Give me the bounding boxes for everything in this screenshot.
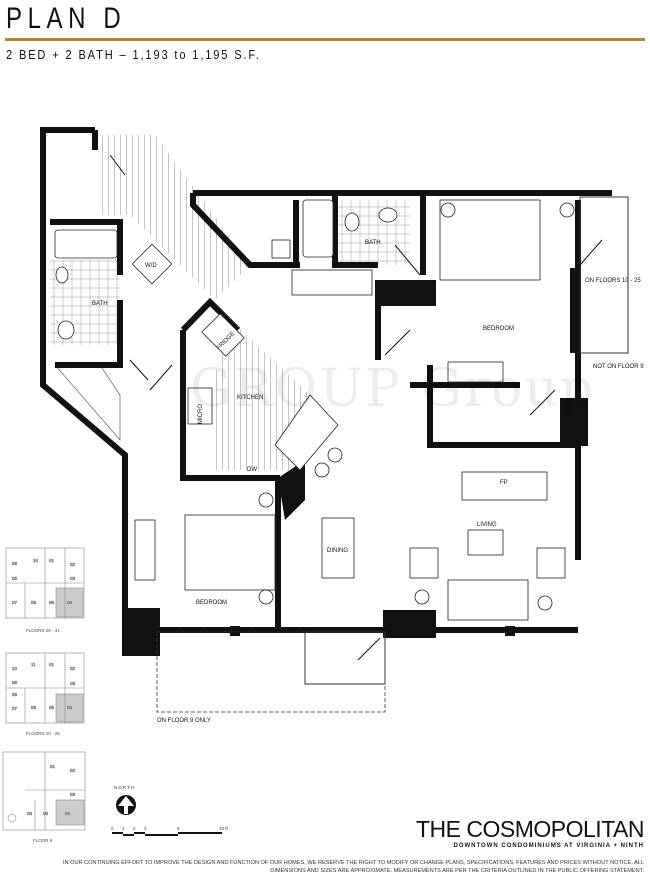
- unit-label: 05: [49, 600, 55, 605]
- unit-label: 08: [12, 576, 18, 581]
- page-title: PLAN D: [6, 2, 127, 35]
- unit-label: 01: [49, 662, 55, 667]
- unit-label: 04: [67, 600, 73, 605]
- label-dining: DINING: [327, 548, 348, 554]
- label-bath-left: BATH: [92, 301, 108, 307]
- sofa: [447, 579, 529, 621]
- note-not-on-floor: NOT ON FLOOR 9: [593, 364, 644, 370]
- scale-tick: 0: [111, 826, 114, 831]
- scale-ticks: 0 1 2 3 6 10 ft: [111, 826, 229, 831]
- unit-label: 07: [12, 706, 18, 711]
- title-rule: [5, 38, 645, 41]
- keyplan-label: FLOOR 9: [33, 838, 53, 843]
- keyplan-floors-26-31: 09 10 01 02 08 03 07 06 05 04: [5, 547, 85, 619]
- note-floor9-only: ON FLOOR 9 ONLY: [157, 718, 211, 724]
- unit-label: 03: [70, 576, 76, 581]
- dining-table: [321, 517, 355, 579]
- desk: [291, 269, 373, 296]
- note-on-floors: ON FLOORS 10 - 25: [585, 278, 641, 284]
- scale-tick: 6: [177, 826, 180, 831]
- unit-label: 01: [49, 558, 55, 563]
- scale-tick: 2: [133, 826, 136, 831]
- scale-bar: [112, 832, 222, 836]
- unit-label: 05: [49, 705, 55, 710]
- unit-label: 03: [70, 681, 76, 686]
- plan-subtitle: 2 BED + 2 BATH – 1,193 to 1,195 S.F.: [6, 47, 261, 62]
- unit-label: 09: [12, 561, 18, 566]
- label-fp: FP: [500, 480, 508, 486]
- label-micro: MICRO: [198, 404, 204, 424]
- fridge: [201, 313, 245, 357]
- unit-label: 10: [12, 666, 18, 671]
- washer-dryer: [131, 243, 173, 285]
- unit-label: 09: [12, 680, 18, 685]
- doors: [109, 154, 603, 661]
- north-label: NORTH: [114, 785, 135, 790]
- unit-label: 10: [33, 558, 39, 563]
- label-dw: DW: [247, 467, 257, 473]
- bed-second: [184, 514, 276, 591]
- unit-label: 08: [12, 692, 18, 697]
- scale-tick: 10 ft: [219, 826, 229, 831]
- label-bath-right: BATH: [365, 240, 381, 246]
- label-living: LIVING: [477, 522, 497, 528]
- unit-label: 01: [50, 764, 56, 769]
- bath-right-floor: [338, 200, 410, 265]
- brand-tagline: DOWNTOWN CONDOMINIUMS AT VIRGINIA + NINT…: [453, 843, 644, 849]
- kitchen-island: [274, 394, 339, 471]
- balcony-right: [579, 196, 629, 354]
- unit-label: 11: [31, 662, 36, 667]
- disclaimer: IN OUR CONTINUING EFFORT TO IMPROVE THE …: [63, 860, 644, 874]
- unit-label: 02: [70, 768, 76, 773]
- label-wd: W/D: [145, 263, 157, 269]
- brand-logo: THE COSMOPOLITAN: [416, 816, 645, 842]
- range: [187, 387, 213, 425]
- bathtub-left: [54, 229, 118, 259]
- unit-label: 04: [65, 811, 71, 816]
- unit-label: 06: [31, 705, 37, 710]
- unit-label: 05: [43, 811, 49, 816]
- bathtub-right: [302, 199, 334, 258]
- unit-label: 04: [67, 705, 73, 710]
- label-bedroom-main: BEDROOM: [483, 326, 514, 332]
- columns: [122, 268, 588, 656]
- unit-label: 02: [70, 562, 76, 567]
- unit-label: 02: [70, 666, 76, 671]
- balcony-floor9: [156, 631, 386, 713]
- keyplan-label: FLOORS 10 - 25: [26, 731, 60, 736]
- bed-main: [439, 199, 541, 281]
- label-kitchen: KITCHEN: [237, 395, 263, 401]
- corridor-floor: [100, 135, 250, 300]
- unit-label: 03: [70, 792, 76, 797]
- keyplan-label: FLOORS 26 - 31: [26, 628, 60, 633]
- unit-label: 06: [31, 600, 37, 605]
- label-bedroom-second: BEDROOM: [196, 600, 227, 606]
- fireplace: [461, 471, 548, 501]
- unit-label: 06: [27, 811, 33, 816]
- unit-label: 07: [12, 600, 18, 605]
- scale-tick: 3: [144, 826, 147, 831]
- balcony-bump: [304, 631, 386, 685]
- north-arrow-icon: [116, 795, 136, 815]
- fixtures: [54, 199, 575, 621]
- keyplan-floors-10-25: 10 11 01 02 09 03 08 07 06 05 04: [5, 652, 85, 724]
- watermark-logo: GROUP Group: [190, 359, 596, 419]
- scale-tick: 1: [122, 826, 125, 831]
- keyplan-floor-9: 01 02 03 06 05 04: [2, 751, 86, 831]
